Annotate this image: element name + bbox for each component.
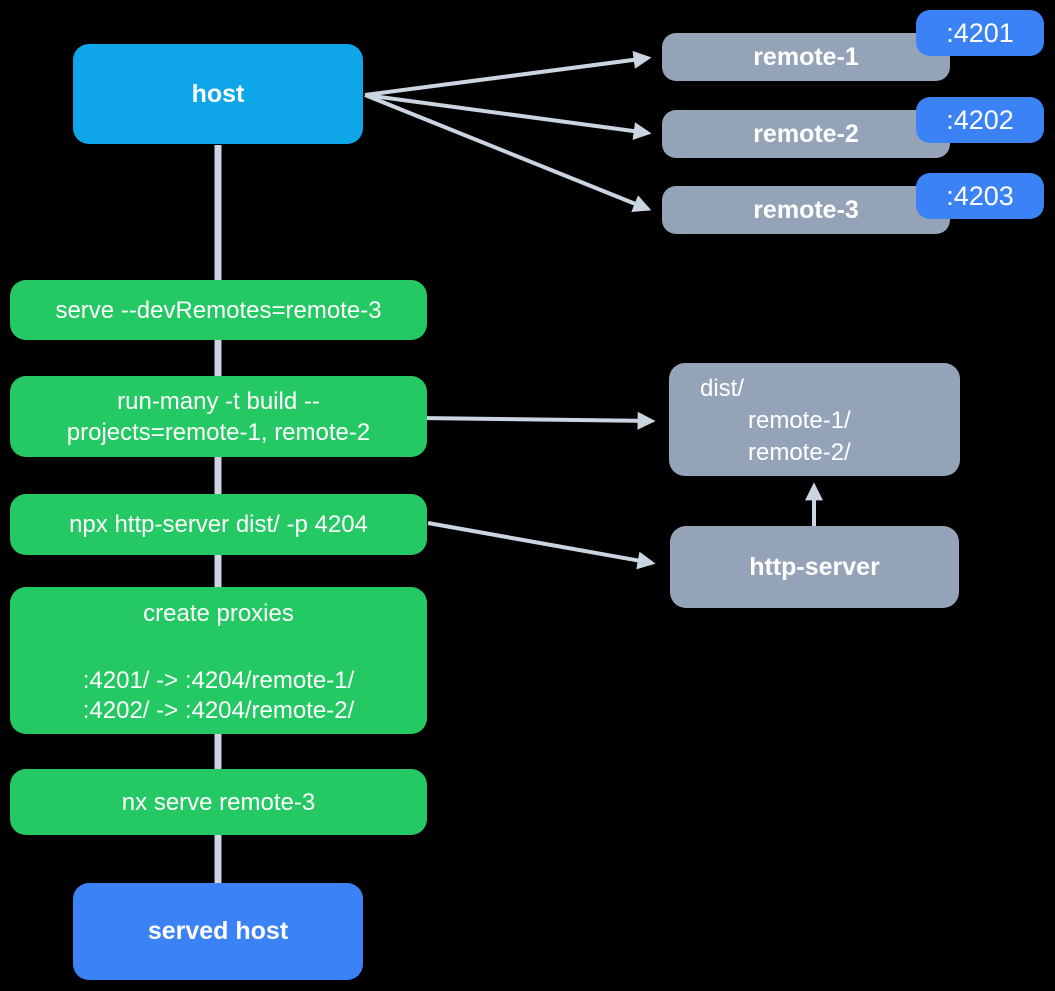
dist-folder-remote-2: remote-2/: [748, 439, 851, 466]
http-server-node: http-server: [670, 526, 959, 608]
command-create-proxies: create proxies :4201/ -> :4204/remote-1/…: [10, 587, 427, 734]
remote-3-label: remote-3: [753, 195, 859, 224]
create-proxies-title: create proxies: [143, 600, 294, 627]
port-badge-4201: :4201: [916, 10, 1044, 56]
port-badge-4203-label: :4203: [946, 180, 1014, 211]
remote-2-node: remote-2: [662, 110, 950, 158]
dist-folder-root: dist/: [700, 375, 745, 402]
command-npx-http-server-label: npx http-server dist/ -p 4204: [69, 511, 368, 538]
arrow-host-to-remote-1: [364, 50, 652, 97]
arrow-serve-to-http-server: [427, 521, 656, 570]
host-node: host: [73, 44, 363, 144]
arrow-host-to-remote-3: [364, 93, 652, 212]
dist-folder-remote-1: remote-1/: [748, 407, 851, 434]
arrow-build-to-dist: [418, 411, 656, 430]
command-run-many-build: run-many -t build -- projects=remote-1, …: [10, 376, 427, 457]
remote-1-label: remote-1: [753, 42, 859, 71]
remote-3-node: remote-3: [662, 186, 950, 234]
remote-1-node: remote-1: [662, 33, 950, 81]
proxy-rule-4201: :4201/ -> :4204/remote-1/: [82, 667, 355, 694]
port-badge-4203: :4203: [916, 173, 1044, 219]
command-serve-devremotes: serve --devRemotes=remote-3: [10, 280, 427, 340]
command-nx-serve-remote-3: nx serve remote-3: [10, 769, 427, 835]
served-host-label: served host: [147, 917, 289, 945]
arrow-host-to-remote-2: [364, 93, 652, 141]
command-serve-devremotes-label: serve --devRemotes=remote-3: [55, 296, 382, 324]
command-nx-serve-remote-3-label: nx serve remote-3: [121, 788, 316, 816]
host-label: host: [191, 79, 245, 108]
served-host-node: served host: [73, 883, 363, 980]
port-badge-4202-label: :4202: [946, 104, 1014, 135]
proxy-rule-4202: :4202/ -> :4204/remote-2/: [82, 697, 355, 724]
command-npx-http-server: npx http-server dist/ -p 4204: [10, 494, 427, 555]
http-server-label: http-server: [749, 552, 880, 581]
port-badge-4201-label: :4201: [946, 17, 1014, 48]
command-run-many-build-label: run-many -t build -- projects=remote-1, …: [66, 387, 371, 446]
port-badge-4202: :4202: [916, 97, 1044, 143]
dist-folder-node: dist/ remote-1/ remote-2/: [669, 363, 960, 476]
remote-2-label: remote-2: [753, 119, 859, 148]
